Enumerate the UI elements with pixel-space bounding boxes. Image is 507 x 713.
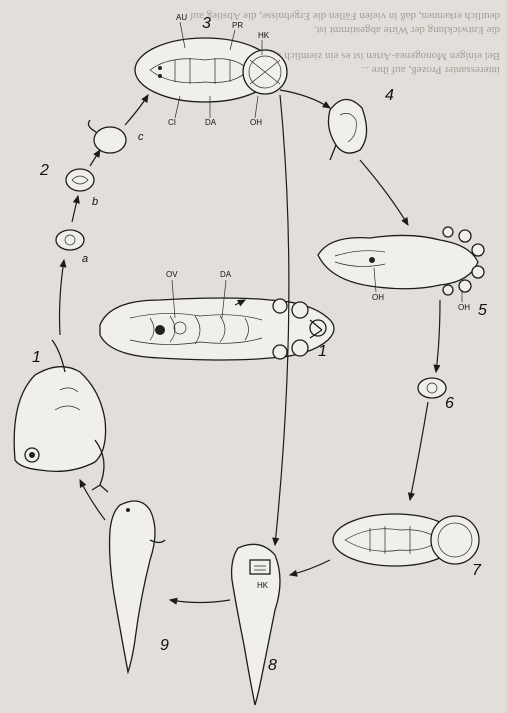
stage-label-8: 8 <box>268 657 277 674</box>
central-adult-worm <box>100 298 334 360</box>
stage-5-worm <box>318 227 484 295</box>
stage-label-2: 2 <box>39 162 49 179</box>
stage-label-1: 1 <box>32 349 41 366</box>
stage-3-larva <box>135 38 287 102</box>
stage-7-larva <box>333 514 479 566</box>
stage-label-3: 3 <box>202 15 211 32</box>
substage-label-b: b <box>92 196 98 208</box>
tadpole-stage-9 <box>110 501 165 672</box>
stage-label-6: 6 <box>445 395 454 412</box>
stage-4-larva <box>328 99 366 160</box>
stage-label-9: 9 <box>160 637 169 654</box>
substage-label-c: c <box>138 131 144 143</box>
label-OH-5a: OH <box>372 293 384 302</box>
tadpole-stage-8 <box>232 544 280 705</box>
label-HK-top: HK <box>258 31 270 40</box>
label-OV-center: OV <box>166 270 178 279</box>
stage-label-4: 4 <box>385 87 394 104</box>
egg-a <box>56 230 84 250</box>
label-PR: PR <box>232 21 243 30</box>
stage-label-7: 7 <box>472 562 482 579</box>
label-AU: AU <box>176 13 187 22</box>
egg-b <box>66 169 94 191</box>
egg-c <box>88 120 126 153</box>
label-HK-8: HK <box>257 581 269 590</box>
substage-label-a: a <box>82 253 88 265</box>
label-CI-top: CI <box>168 118 176 127</box>
stage-6-egg <box>418 378 446 398</box>
label-OH-top: OH <box>250 118 262 127</box>
label-DA-center: DA <box>220 270 232 279</box>
frog-stage-1 <box>14 340 108 492</box>
stage-label-1-adult: 1 <box>318 343 327 360</box>
label-OH-5b: OH <box>458 303 470 312</box>
stage-label-5: 5 <box>478 302 487 319</box>
label-DA-top: DA <box>205 118 217 127</box>
